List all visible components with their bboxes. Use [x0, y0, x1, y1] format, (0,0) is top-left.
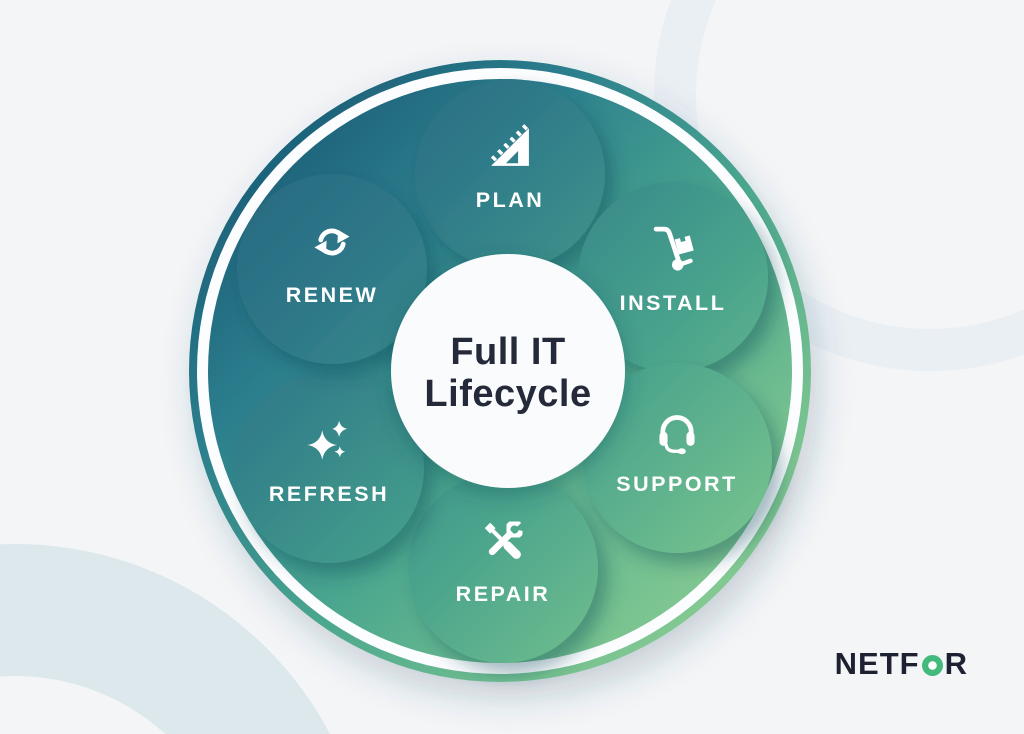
sparkles-icon	[307, 420, 348, 460]
segment-refresh: REFRESH	[234, 373, 424, 563]
center-circle	[391, 254, 625, 488]
segment-install: INSTALL	[578, 182, 768, 372]
center-title-line1: Full IT	[450, 331, 565, 373]
segment-label-install: INSTALL	[620, 291, 727, 315]
segment-label-refresh: REFRESH	[269, 482, 389, 506]
segment-repair: REPAIR	[408, 473, 598, 663]
decor-ring-top-right	[654, 0, 1024, 371]
logo-text-after-o: R	[944, 646, 968, 681]
segment-plan: PLAN	[415, 79, 605, 269]
logo-o-icon	[921, 654, 943, 676]
decor-ring-bottom-left	[0, 544, 330, 734]
hand-truck-icon	[653, 226, 694, 271]
netfor-logo: NETF R	[835, 646, 968, 682]
segment-label-support: SUPPORT	[616, 472, 737, 496]
segment-label-plan: PLAN	[476, 188, 545, 212]
logo-text-before-o: NETF	[834, 646, 920, 681]
wrench-screwdriver-icon	[484, 520, 524, 559]
segment-renew: RENEW	[237, 174, 427, 364]
segment-label-repair: REPAIR	[456, 582, 551, 606]
center-title-line2: Lifecycle	[424, 373, 591, 415]
headset-icon	[659, 415, 695, 455]
segment-support: SUPPORT	[582, 363, 772, 553]
cycle-arrows-icon	[314, 228, 350, 256]
center-hub: Full IT Lifecycle	[391, 254, 625, 488]
segment-label-renew: RENEW	[286, 283, 379, 307]
set-square-ruler-icon	[487, 124, 529, 166]
